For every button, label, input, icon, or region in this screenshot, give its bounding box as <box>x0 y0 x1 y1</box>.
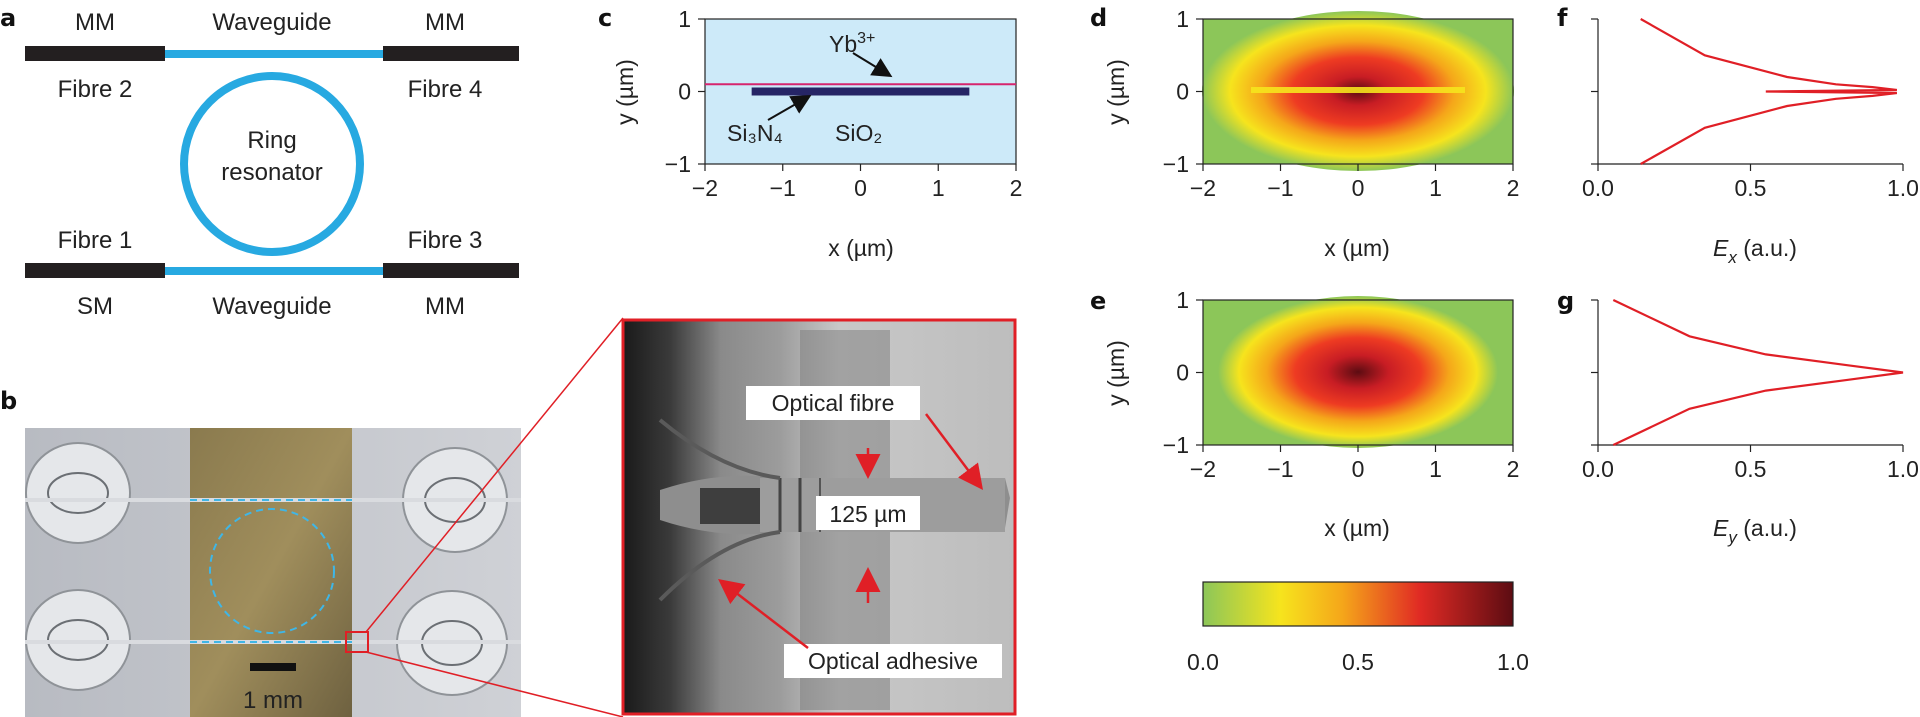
label-ring: Ring <box>247 127 296 154</box>
optical-adhesive-label: Optical adhesive <box>808 648 978 674</box>
fibre-2-bar <box>25 46 165 61</box>
x-tick-label: −2 <box>1190 456 1216 482</box>
zoom-region-box <box>345 631 369 653</box>
panel-g-curve <box>1612 299 1904 446</box>
label-resonator: resonator <box>221 159 322 186</box>
microscope-inset-frame <box>621 318 1017 716</box>
panel-d-xlabel: x (µm) <box>1324 235 1390 261</box>
label-mm-bottom-right: MM <box>425 293 465 320</box>
diameter-label-bg <box>816 496 920 530</box>
device-photo <box>25 428 521 717</box>
y-tick-label: 1 <box>1176 6 1189 32</box>
y-tick-label: 1 <box>1176 287 1189 313</box>
y-tick-label: 1 <box>678 6 691 32</box>
x-tick-label: 2 <box>1507 175 1520 201</box>
panel-c-ylabel: y (µm) <box>612 59 638 125</box>
label-fibre-4: Fibre 4 <box>408 76 483 103</box>
x-tick-label: 0.5 <box>1735 456 1767 482</box>
colorbar-tick-0: 0.0 <box>1187 649 1219 675</box>
x-tick-label: −2 <box>1190 175 1216 201</box>
y-tick-label: −1 <box>1163 432 1189 458</box>
label-waveguide-bottom: Waveguide <box>212 293 331 320</box>
sio2-label: SiO₂ <box>835 120 882 146</box>
panel-label-a: a <box>0 4 16 32</box>
arrow-optical-fibre <box>925 413 983 490</box>
label-mm-top-left: MM <box>75 9 115 36</box>
panel-d-heatmap <box>1202 11 1514 171</box>
fibre-4-bar <box>383 46 519 61</box>
x-tick-label: 0 <box>854 175 867 201</box>
optical-adhesive-label-bg <box>784 644 1002 678</box>
x-tick-label: 1.0 <box>1887 175 1919 201</box>
y-tick-label: 0 <box>1176 360 1189 386</box>
schematic-device <box>25 46 519 278</box>
x-tick-label: 1 <box>1429 175 1442 201</box>
colorbar-tick-2: 1.0 <box>1497 649 1529 675</box>
x-tick-label: −1 <box>1267 456 1293 482</box>
scale-bar-label: 1 mm <box>243 687 303 714</box>
label-fibre-3: Fibre 3 <box>408 227 483 254</box>
x-tick-label: 1.0 <box>1887 456 1919 482</box>
y-tick-label: −1 <box>1163 151 1189 177</box>
diameter-label: 125 µm <box>829 501 906 527</box>
y-tick-label: 0 <box>678 79 691 105</box>
panel-d-ylabel: y (µm) <box>1103 59 1129 125</box>
x-tick-label: −1 <box>770 175 796 201</box>
label-mm-top-right: MM <box>425 9 465 36</box>
x-tick-label: −2 <box>692 175 718 201</box>
panel-label-g: g <box>1557 287 1574 315</box>
x-tick-label: 0.5 <box>1735 175 1767 201</box>
panel-label-d: d <box>1090 4 1107 32</box>
x-tick-label: 1 <box>932 175 945 201</box>
top-waveguide-line <box>165 50 383 58</box>
arrow-optical-adhesive <box>718 578 809 649</box>
panel-e-ylabel: y (µm) <box>1103 340 1129 406</box>
x-tick-label: 0 <box>1352 175 1365 201</box>
panel-f-xlabel: Ex (a.u.) <box>1713 235 1797 267</box>
panel-label-f: f <box>1557 4 1568 32</box>
y-tick-label: −1 <box>665 151 691 177</box>
zoom-line-bottom <box>365 651 624 717</box>
panel-f-curve <box>1640 18 1898 165</box>
optical-fibre-label: Optical fibre <box>772 390 895 416</box>
panel-c-xlabel: x (µm) <box>828 235 894 261</box>
panel-label-e: e <box>1090 287 1106 315</box>
x-tick-label: 0.0 <box>1582 175 1614 201</box>
x-tick-label: 0 <box>1352 456 1365 482</box>
colorbar <box>1202 581 1514 627</box>
label-waveguide-top: Waveguide <box>212 9 331 36</box>
panel-label-c: c <box>598 4 612 32</box>
yb-label: Yb3+ <box>829 30 875 57</box>
x-tick-label: −1 <box>1267 175 1293 201</box>
x-tick-label: 2 <box>1010 175 1023 201</box>
optical-fibre-label-bg <box>746 386 920 420</box>
x-tick-label: 1 <box>1429 456 1442 482</box>
panel-g-axes: 0.0 0.5 1.0 <box>1582 299 1919 482</box>
label-sm-bottom: SM <box>77 293 113 320</box>
panel-label-b: b <box>0 387 17 415</box>
si3n4-label: Si₃N₄ <box>727 120 783 146</box>
si3n4-core <box>751 87 970 96</box>
panel-f-axes: 0.0 0.5 1.0 <box>1582 18 1919 201</box>
label-fibre-2: Fibre 2 <box>58 76 133 103</box>
fibre-3-bar <box>383 263 519 278</box>
y-tick-label: 0 <box>1176 79 1189 105</box>
fibre-1-bar <box>25 263 165 278</box>
ring-resonator-circle <box>180 72 364 256</box>
panel-e-heatmap <box>1203 296 1513 448</box>
label-fibre-1: Fibre 1 <box>58 227 133 254</box>
x-tick-label: 0.0 <box>1582 456 1614 482</box>
panel-e-xlabel: x (µm) <box>1324 515 1390 541</box>
x-tick-label: 2 <box>1507 456 1520 482</box>
colorbar-tick-1: 0.5 <box>1342 649 1374 675</box>
bottom-waveguide-line <box>165 267 383 275</box>
zoom-line-top <box>365 317 624 633</box>
panel-g-xlabel: Ey (a.u.) <box>1713 515 1797 547</box>
arrow-si3n4 <box>767 95 812 121</box>
arrow-yb <box>852 52 893 78</box>
